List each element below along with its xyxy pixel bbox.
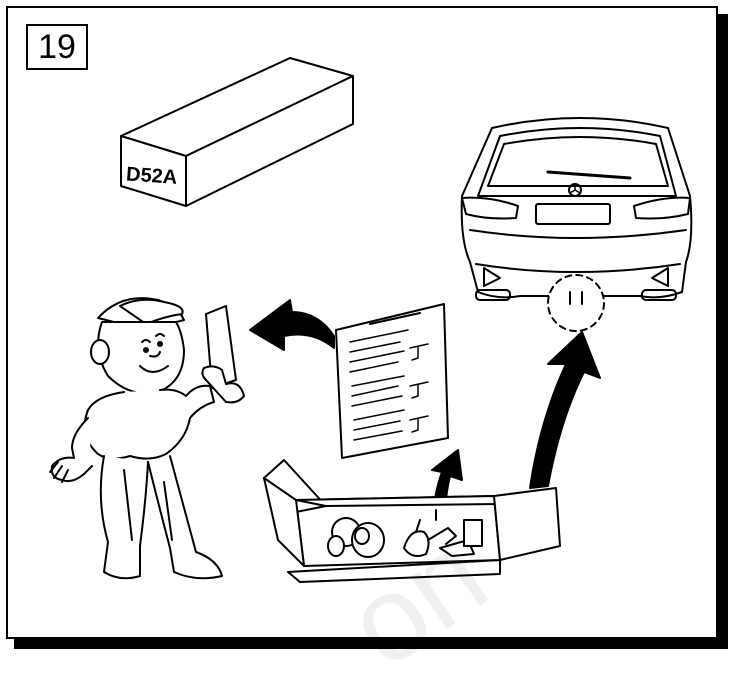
kit-box-label: D52A [125,163,178,189]
instruction-sheet [336,304,448,458]
instruction-scene: D52A [0,0,736,654]
arrow-to-car [530,332,600,488]
parts-box [264,460,560,582]
car-rear [462,118,692,331]
arrow-to-installer [250,300,334,350]
kit-box: D52A [121,58,353,206]
installer-figure [50,298,244,578]
